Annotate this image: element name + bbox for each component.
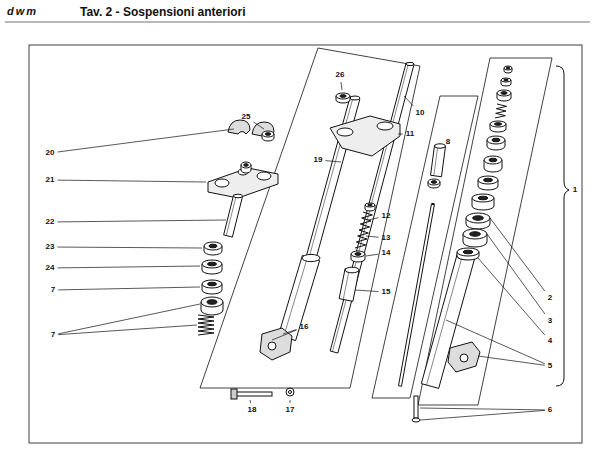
callout-number: 15 bbox=[382, 288, 391, 296]
maker-logo: dwm bbox=[7, 5, 38, 17]
callout-number: 14 bbox=[382, 249, 391, 257]
callout-number: 7 bbox=[51, 286, 55, 294]
callout-number: 23 bbox=[46, 243, 55, 251]
callout-number: 16 bbox=[300, 323, 309, 331]
callout-number: 24 bbox=[46, 264, 55, 272]
callout-number: 10 bbox=[416, 109, 425, 117]
callout-number: 2 bbox=[548, 294, 552, 302]
plate-title: Tav. 2 - Sospensioni anteriori bbox=[80, 5, 246, 19]
callout-number: 25 bbox=[242, 113, 251, 121]
part-drawing bbox=[5, 22, 590, 443]
callout-number: 7 bbox=[51, 331, 55, 339]
callout-number: 26 bbox=[336, 71, 345, 79]
callout-number: 8 bbox=[446, 138, 450, 146]
callout-number: 5 bbox=[548, 362, 552, 370]
callout-number: 19 bbox=[314, 156, 323, 164]
callout-number: 18 bbox=[248, 406, 257, 414]
callout-number: 4 bbox=[548, 337, 552, 345]
callout-number: 3 bbox=[548, 317, 552, 325]
callout-number: 21 bbox=[46, 176, 55, 184]
callout-number: 17 bbox=[286, 406, 295, 414]
callout-number: 22 bbox=[46, 218, 55, 226]
callout-number: 12 bbox=[382, 212, 391, 220]
callout-number: 20 bbox=[46, 149, 55, 157]
callout-number: 11 bbox=[406, 130, 414, 138]
callout-number: 1 bbox=[573, 186, 577, 194]
callout-number: 6 bbox=[548, 406, 552, 414]
callout-number: 13 bbox=[382, 234, 391, 242]
leader-lines bbox=[57, 82, 544, 420]
